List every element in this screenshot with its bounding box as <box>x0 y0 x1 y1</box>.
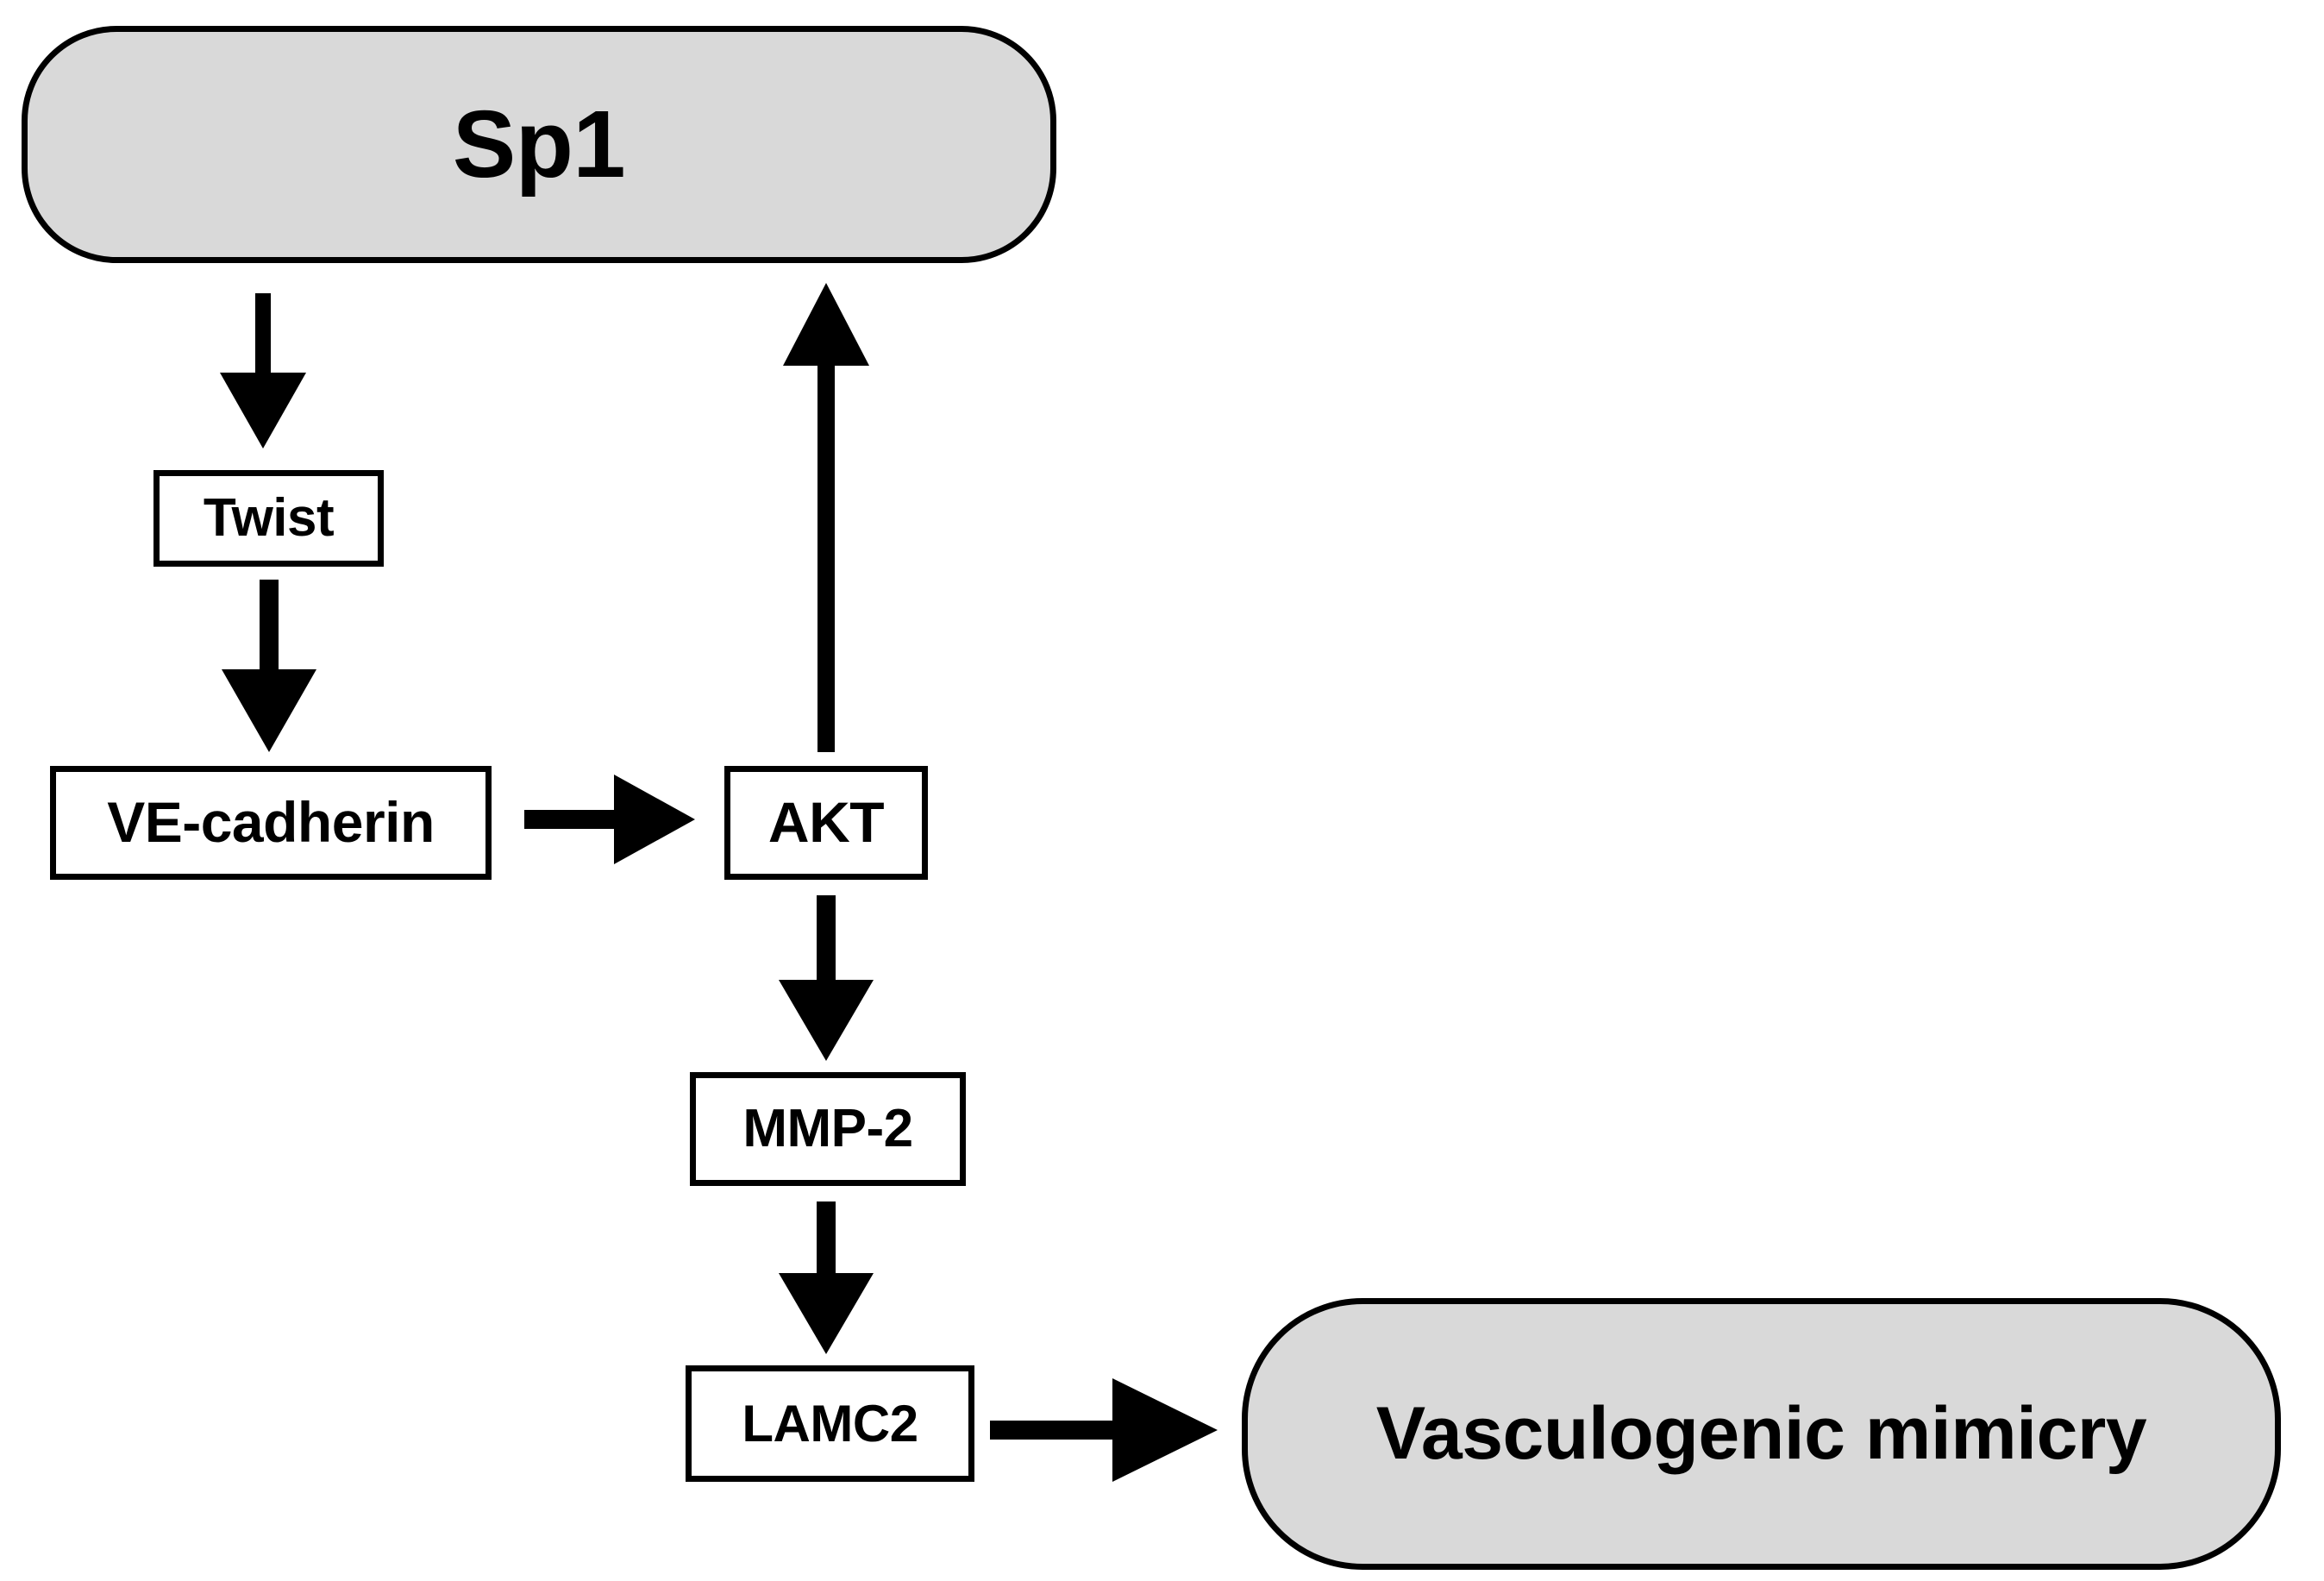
node-vasculogenic-mimicry-label: Vasculogenic mimicry <box>1375 1392 2147 1476</box>
edge-mmp2-to-lamc2 <box>779 1201 874 1354</box>
node-mmp2-label: MMP-2 <box>742 1099 913 1159</box>
edge-akt-to-mmp2 <box>779 895 874 1061</box>
edge-akt-to-sp1 <box>783 283 869 752</box>
edge-twist-to-ve-cadherin <box>222 580 316 752</box>
node-lamc2-label: LAMC2 <box>742 1395 918 1452</box>
node-twist[interactable]: Twist <box>153 470 384 567</box>
node-lamc2[interactable]: LAMC2 <box>686 1365 974 1482</box>
node-sp1-label: Sp1 <box>452 91 626 198</box>
node-ve-cadherin-label: VE-cadherin <box>107 790 435 855</box>
node-mmp2[interactable]: MMP-2 <box>690 1072 966 1186</box>
edge-ve-cadherin-to-akt <box>524 775 695 864</box>
node-vasculogenic-mimicry[interactable]: Vasculogenic mimicry <box>1242 1298 2281 1570</box>
node-sp1[interactable]: Sp1 <box>22 26 1056 263</box>
node-ve-cadherin[interactable]: VE-cadherin <box>50 766 492 880</box>
edge-sp1-to-twist <box>220 293 306 449</box>
node-akt-label: AKT <box>767 790 885 855</box>
node-akt[interactable]: AKT <box>724 766 928 880</box>
edge-lamc2-to-vasculogenic-mimicry <box>990 1378 1218 1482</box>
node-twist-label: Twist <box>203 488 335 549</box>
